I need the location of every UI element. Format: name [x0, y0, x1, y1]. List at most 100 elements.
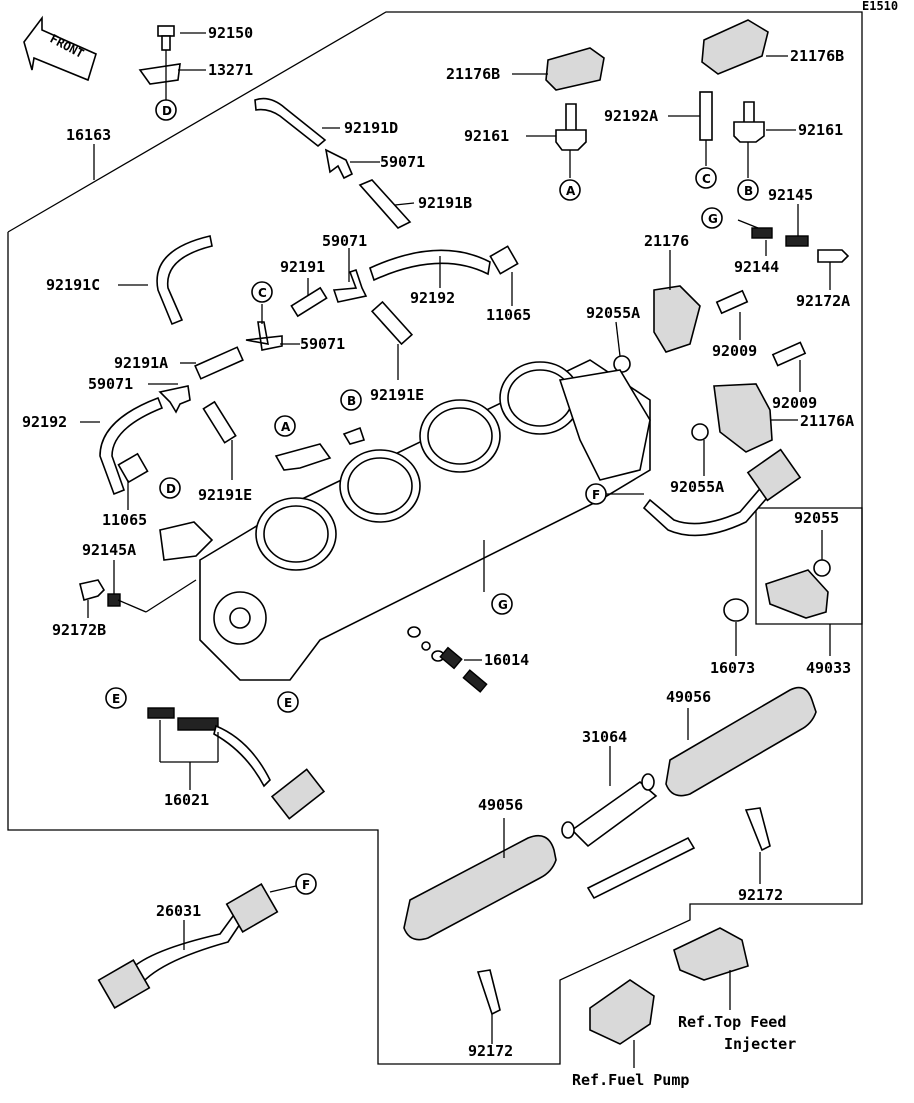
seal-11065-right [489, 245, 519, 275]
tube-92192A [699, 91, 713, 141]
label-92191B: 92191B [418, 194, 472, 212]
svg-text:E: E [112, 692, 120, 706]
label-92055A-low: 92055A [670, 478, 724, 496]
label-16163: 16163 [66, 126, 111, 144]
oring-31064-a [641, 773, 655, 791]
oring-92055 [813, 559, 831, 577]
label-92192-left: 92192 [22, 413, 67, 431]
label-92191D: 92191D [344, 119, 398, 137]
label-59071-top: 59071 [380, 153, 425, 171]
hose-92191D [254, 97, 327, 148]
tee-59071-c [245, 321, 283, 351]
spring-92144 [751, 227, 773, 239]
label-13271: 13271 [208, 61, 253, 79]
label-92191E-mid: 92191E [370, 386, 424, 404]
label-92191A: 92191A [114, 354, 168, 372]
label-26031: 26031 [156, 902, 201, 920]
harness-26031 [97, 883, 279, 1009]
label-49056-right: 49056 [666, 688, 711, 706]
svg-text:D: D [166, 482, 176, 496]
hose-92191B [358, 179, 412, 229]
label-92144: 92144 [734, 258, 779, 276]
svg-text:C: C [702, 172, 711, 186]
marker-F-harness: F [295, 873, 317, 895]
svg-text:G: G [708, 212, 718, 226]
label-92191C: 92191C [46, 276, 100, 294]
injector-49033 [765, 569, 829, 619]
label-49033: 49033 [806, 659, 851, 677]
sensor-21176A [713, 383, 773, 453]
circle-markers: D C A B D A C B G F G E E F [105, 99, 759, 895]
oring-92055A-top [613, 355, 631, 373]
label-16021: 16021 [164, 791, 209, 809]
tee-59071-top [324, 148, 354, 180]
label-11065-left: 11065 [102, 511, 147, 529]
label-59071-left: 59071 [88, 375, 133, 393]
bracket-13271 [138, 63, 181, 85]
bolt-92009-a [715, 289, 749, 315]
hose-92192-mid [369, 249, 491, 282]
label-92009-a: 92009 [712, 342, 757, 360]
label-92161-right: 92161 [798, 121, 843, 139]
marker-G-body: G [491, 593, 513, 615]
screw-92172A [817, 249, 850, 263]
label-31064: 31064 [582, 728, 627, 746]
parts-16021 [147, 707, 326, 820]
svg-text:F: F [302, 878, 310, 892]
throttle-body-assembly [199, 359, 651, 681]
sensor-21176B-left [545, 47, 605, 91]
bracket-D [159, 521, 214, 561]
connector-fuel-pump [589, 979, 655, 1045]
ref-top-feed-line1: Ref.Top Feed [678, 1013, 786, 1031]
marker-B-bracket: B [340, 389, 362, 411]
injector-subbox [755, 507, 863, 625]
svg-text:D: D [162, 104, 172, 118]
tee-59071-left [158, 385, 191, 414]
label-49056-left: 49056 [478, 796, 523, 814]
label-21176B-right: 21176B [790, 47, 844, 65]
assembly-boundary [7, 11, 863, 1065]
marker-F-body: F [585, 483, 607, 505]
connector-plug [746, 448, 802, 502]
label-92192-mid: 92192 [410, 289, 455, 307]
svg-text:F: F [592, 488, 600, 502]
label-21176B-left: 21176B [446, 65, 500, 83]
marker-D-top: D [155, 99, 177, 121]
label-92145: 92145 [768, 186, 813, 204]
label-59071-mid: 59071 [322, 232, 367, 250]
oring-92055A-low [691, 423, 709, 441]
sensor-21176 [653, 285, 701, 353]
label-92192A: 92192A [604, 107, 658, 125]
label-92161-left: 92161 [464, 127, 509, 145]
fitting-92161-left [555, 103, 587, 151]
label-21176: 21176 [644, 232, 689, 250]
svg-text:E: E [284, 696, 292, 710]
front-arrow-icon: FRONT [23, 15, 97, 82]
seal-11065-left [117, 452, 149, 484]
label-92009-b: 92009 [772, 394, 817, 412]
bracket-A [274, 443, 332, 471]
fitting-92161-right [733, 101, 765, 143]
diagram-code: E1510 [862, 0, 898, 13]
hose-92192-left [99, 396, 164, 496]
part-labels: 92150 13271 16163 92191D 59071 92191B 92… [22, 24, 854, 1060]
label-92172A: 92172A [796, 292, 850, 310]
bolt-92009-b [771, 341, 807, 367]
label-92172-right: 92172 [738, 886, 783, 904]
tee-59071-mid [332, 268, 368, 303]
label-92191E-low: 92191E [198, 486, 252, 504]
label-92172B: 92172B [52, 621, 106, 639]
marker-C-mid: C [251, 281, 273, 303]
label-11065-right: 11065 [486, 306, 531, 324]
parts-16014 [407, 626, 488, 693]
leader-lines [80, 32, 831, 1068]
label-92055A-top: 92055A [586, 304, 640, 322]
spring-92145 [785, 235, 809, 247]
marker-A-sensor: A [559, 179, 581, 201]
label-92172-bottom: 92172 [468, 1042, 513, 1060]
hose-92191 [290, 286, 328, 318]
label-16014: 16014 [484, 651, 529, 669]
fuel-rail-49056-right [665, 686, 817, 797]
label-59071-c: 59071 [300, 335, 345, 353]
bolt-92150 [157, 25, 175, 51]
